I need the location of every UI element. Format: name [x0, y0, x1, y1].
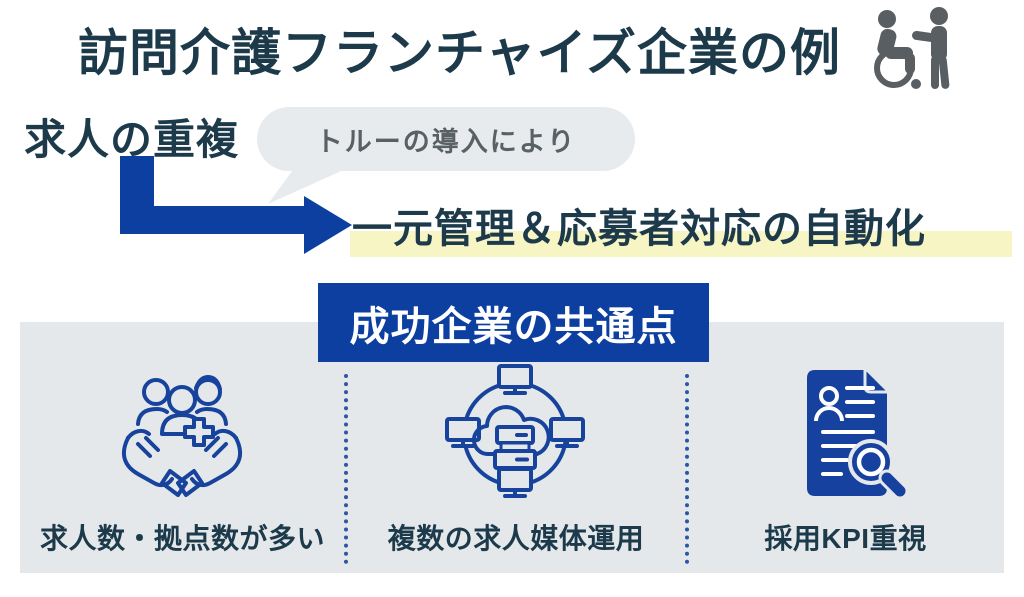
cloud-network-icon — [445, 364, 585, 498]
speech-bubble-text: トルーの導入により — [315, 126, 577, 157]
column-label-multi-media: 複数の求人媒体運用 — [387, 523, 645, 554]
wheelchair-caregiver-icon — [874, 7, 950, 89]
left-hand — [121, 428, 188, 497]
resume-search-icon — [807, 370, 909, 500]
team-care-icon — [121, 375, 243, 497]
column-label-many-jobs: 求人数・拠点数が多い — [39, 523, 325, 554]
page-title: 訪問介護フランチャイズ企業の例 — [78, 25, 841, 81]
dotted-divider — [685, 374, 689, 564]
flow-arrow-icon — [120, 156, 352, 254]
right-hand — [176, 428, 243, 497]
common-points-panel: 求人数・拠点数が多い 複数の求人媒体運用 採用KPI重視 — [20, 322, 1004, 573]
dotted-divider — [344, 374, 348, 564]
solution-text: 一元管理＆応募者対応の自動化 — [352, 207, 926, 251]
problem-label: 求人の重複 — [24, 116, 240, 163]
section-banner-text: 成功企業の共通点 — [349, 304, 678, 349]
column-label-kpi: 採用KPI重視 — [764, 523, 927, 554]
section-banner: 成功企業の共通点 — [318, 283, 709, 362]
yellow-highlight — [350, 231, 1012, 257]
speech-bubble-tail — [268, 167, 350, 204]
speech-bubble: トルーの導入により — [257, 107, 635, 171]
